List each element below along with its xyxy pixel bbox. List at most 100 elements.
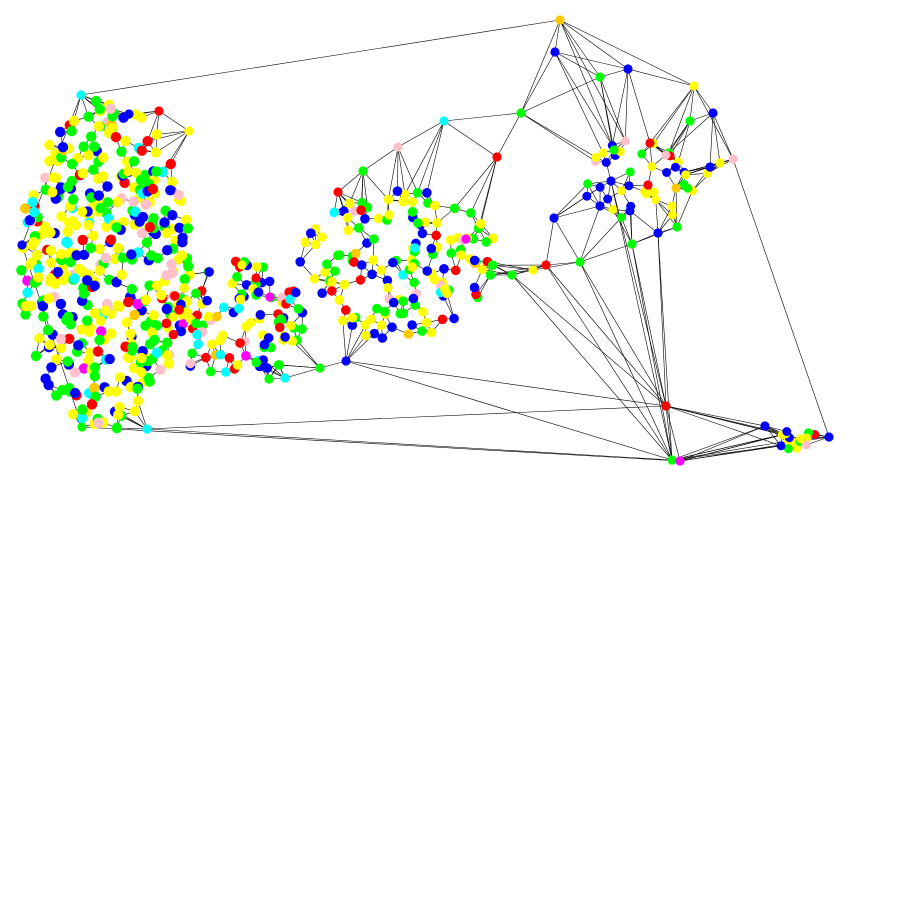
- graph-edge: [337, 170, 364, 193]
- graph-node: [89, 382, 100, 394]
- graph-node: [343, 225, 354, 236]
- graph-node: [276, 314, 286, 324]
- graph-node: [383, 194, 394, 205]
- graph-edge: [693, 85, 714, 114]
- graph-edge: [426, 120, 445, 193]
- graph-node: [167, 267, 178, 279]
- graph-node: [49, 278, 61, 289]
- graph-node: [683, 183, 693, 193]
- graph-node: [103, 386, 115, 397]
- graph-node: [20, 300, 32, 312]
- graph-node: [672, 222, 682, 232]
- graph-node: [127, 341, 138, 353]
- graph-node: [28, 237, 40, 248]
- graph-edge: [545, 261, 581, 266]
- graph-node: [232, 272, 242, 282]
- graph-node: [68, 194, 79, 205]
- graph-edge: [554, 51, 629, 70]
- graph-node: [671, 162, 680, 172]
- graph-node: [306, 228, 316, 238]
- graph-node: [237, 260, 247, 270]
- graph-edge: [554, 51, 604, 154]
- graph-node: [445, 235, 456, 245]
- graph-node: [69, 367, 81, 378]
- graph-node: [179, 283, 190, 293]
- graph-node: [227, 278, 238, 289]
- graph-node: [141, 237, 153, 248]
- graph-node: [705, 162, 715, 172]
- graph-edge: [362, 146, 399, 172]
- graph-node: [368, 255, 379, 265]
- graph-node: [360, 214, 370, 224]
- graph-node: [102, 181, 113, 192]
- graph-edge: [520, 112, 596, 162]
- graph-node: [329, 207, 339, 218]
- graph-edge: [443, 112, 522, 122]
- graph-node: [185, 358, 196, 369]
- graph-node: [339, 279, 350, 290]
- graph-node: [627, 239, 637, 249]
- graph-node: [162, 337, 173, 348]
- graph-edge: [689, 85, 695, 122]
- graph-edge: [345, 360, 667, 407]
- graph-edge: [657, 205, 673, 234]
- graph-node: [125, 328, 136, 340]
- graph-node: [140, 199, 152, 210]
- graph-node: [487, 260, 498, 271]
- graph-node: [144, 222, 156, 233]
- graph-node: [89, 141, 100, 152]
- graph-node: [120, 135, 131, 147]
- graph-node: [426, 327, 437, 338]
- graph-node: [620, 136, 630, 146]
- graph-node: [129, 406, 140, 417]
- graph-node: [801, 440, 811, 450]
- graph-node: [422, 266, 433, 276]
- graph-node: [528, 265, 538, 275]
- graph-edge: [443, 120, 498, 158]
- graph-node: [461, 234, 471, 244]
- graph-node: [398, 308, 409, 319]
- graph-node: [148, 213, 159, 224]
- graph-edge: [671, 433, 786, 461]
- graph-node: [165, 185, 176, 196]
- graph-node: [708, 108, 718, 118]
- graph-node: [251, 262, 262, 272]
- graph-node: [476, 219, 486, 229]
- graph-node: [241, 351, 251, 361]
- graph-node: [183, 261, 194, 272]
- graph-node: [310, 239, 321, 250]
- graph-node: [43, 293, 54, 304]
- graph-node: [70, 220, 82, 231]
- graph-node: [273, 360, 284, 370]
- graph-node: [420, 217, 430, 227]
- graph-node: [449, 203, 460, 214]
- graph-node: [403, 329, 414, 339]
- graph-node: [61, 236, 72, 248]
- graph-edge: [397, 146, 418, 193]
- graph-node: [129, 309, 140, 321]
- graph-node: [606, 176, 616, 186]
- graph-node: [333, 187, 343, 197]
- graph-edge: [397, 146, 399, 192]
- graph-node: [760, 421, 770, 431]
- graph-edge: [579, 261, 667, 407]
- graph-node: [77, 412, 88, 424]
- graph-node: [122, 165, 134, 177]
- graph-node: [98, 152, 109, 163]
- graph-node: [176, 326, 187, 337]
- graph-edge: [417, 120, 445, 193]
- graph-edge: [554, 19, 561, 53]
- graph-node: [671, 183, 681, 193]
- graph-node: [123, 296, 134, 308]
- graph-edge: [520, 112, 597, 158]
- graph-edge: [665, 405, 766, 427]
- graph-node: [176, 250, 188, 261]
- graph-node: [191, 288, 201, 299]
- graph-edge: [579, 217, 622, 263]
- graph-node: [235, 338, 245, 348]
- graph-node: [161, 303, 172, 315]
- graph-node: [77, 168, 89, 179]
- graph-node: [51, 354, 62, 365]
- graph-node: [422, 188, 432, 198]
- graph-node: [327, 276, 337, 287]
